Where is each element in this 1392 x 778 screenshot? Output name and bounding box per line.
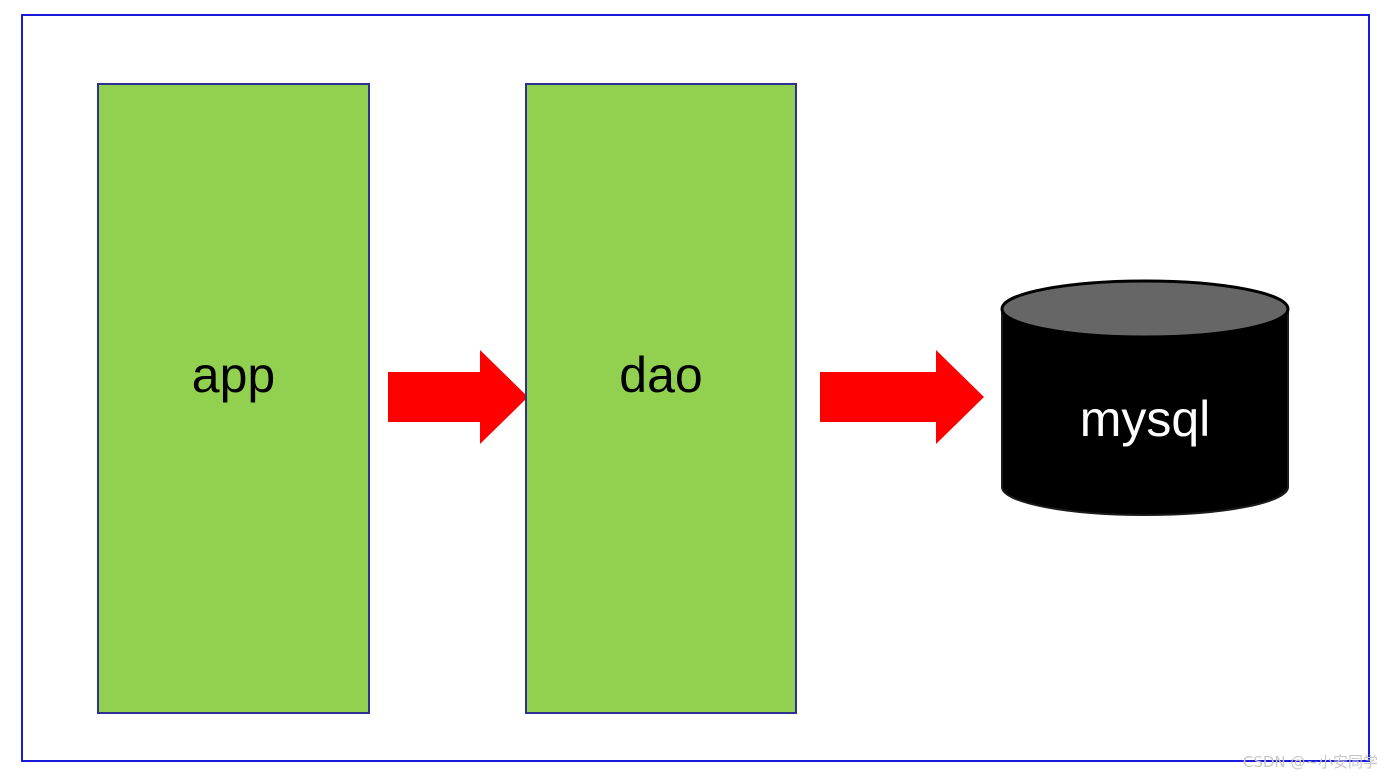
- watermark: CSDN @~小安同学: [1242, 753, 1378, 771]
- dao-box: dao: [525, 83, 797, 714]
- dao-label: dao: [619, 346, 703, 403]
- app-label: app: [191, 346, 276, 403]
- mysql-database: mysql: [996, 275, 1294, 519]
- database-cylinder-icon: [1000, 279, 1290, 516]
- arrow-dao-to-mysql: [820, 350, 984, 444]
- arrow-app-to-dao: [388, 350, 528, 444]
- app-box: app: [97, 83, 370, 714]
- mysql-label: mysql: [1079, 391, 1211, 447]
